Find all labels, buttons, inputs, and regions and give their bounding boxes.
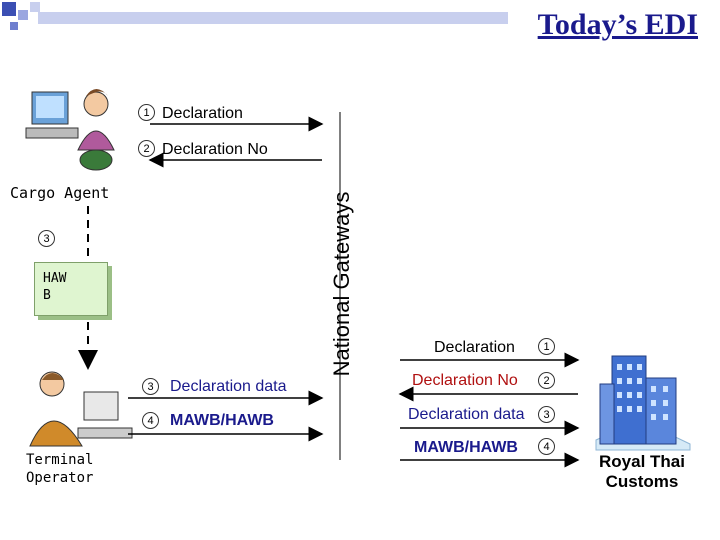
step-2-badge-right: 2: [538, 372, 555, 389]
terminal-operator-icon: [29, 371, 133, 447]
step-4-badge-right: 4: [538, 438, 555, 455]
haw-document: HAW B: [34, 262, 108, 316]
step-2-label: Declaration No: [162, 141, 268, 158]
step-3-badge: 3: [38, 230, 55, 247]
terminal-operator-label: Terminal Operator: [26, 452, 94, 486]
page-title: Today’s EDI: [537, 8, 698, 41]
declaration-data-label-right: Declaration data: [408, 406, 525, 423]
haw-label: HAW B: [43, 271, 67, 303]
step-2-badge: 2: [138, 140, 155, 157]
declaration-no-label-right: Declaration No: [412, 372, 518, 389]
cargo-agent-icon: [25, 89, 115, 171]
step-3b-badge: 3: [142, 378, 159, 395]
declaration-data-label-left: Declaration data: [170, 378, 287, 395]
step-4-badge: 4: [142, 412, 159, 429]
mawb-hawb-label-left: MAWB/HAWB: [170, 412, 274, 429]
national-gateways-label: National Gateways: [329, 191, 354, 377]
step-1-label: Declaration: [162, 105, 243, 122]
corner-squares-decoration: [2, 2, 508, 30]
national-gateways-label-box: National Gateways: [312, 154, 372, 414]
declaration-label-right: Declaration: [434, 339, 515, 356]
royal-thai-customs-label: Royal Thai Customs: [599, 452, 685, 492]
step-1-badge-right: 1: [538, 338, 555, 355]
customs-building-icon: [595, 355, 691, 451]
cargo-agent-label: Cargo Agent: [10, 184, 110, 202]
mawb-hawb-label-right: MAWB/HAWB: [414, 439, 518, 456]
step-3-badge-right: 3: [538, 406, 555, 423]
step-1-badge: 1: [138, 104, 155, 121]
